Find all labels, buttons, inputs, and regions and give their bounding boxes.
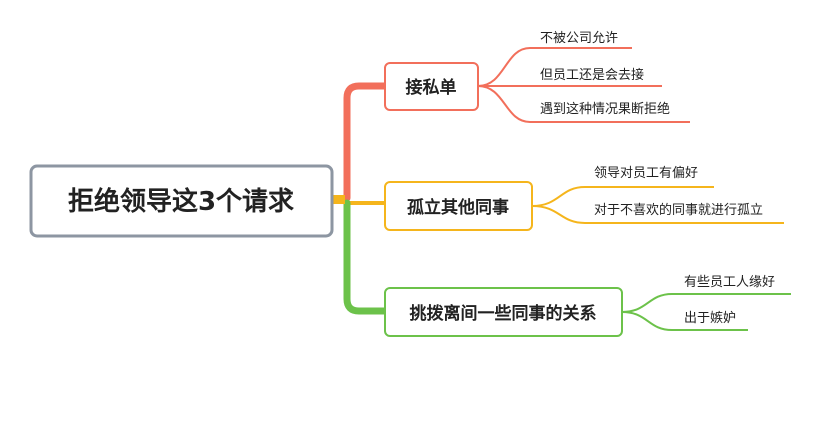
- branch-2-leaf-connectors: [531, 186, 784, 224]
- root-node[interactable]: 拒绝领导这3个请求: [29, 164, 334, 238]
- root-connector-hub: [333, 195, 345, 204]
- branch-2-label: 孤立其他同事: [407, 197, 509, 218]
- branch-2: 孤立其他同事 领导对员工有偏好 对于不喜欢的同事就进行孤立: [384, 166, 784, 231]
- branch-3: 挑拨离间一些同事的关系 有些员工人缘好 出于嫉妒: [384, 275, 791, 337]
- branch-1-label: 接私单: [406, 77, 457, 98]
- branch-3-item-2: 出于嫉妒: [684, 311, 736, 326]
- branch-2-item-2: 对于不喜欢的同事就进行孤立: [594, 202, 763, 218]
- branch-1-node[interactable]: 接私单: [384, 62, 479, 111]
- root-label: 拒绝领导这3个请求: [68, 186, 294, 217]
- branch-2-node[interactable]: 孤立其他同事: [384, 181, 533, 231]
- root-connectors: [333, 82, 388, 315]
- branch-1-leaf-connectors: [477, 47, 690, 123]
- branch-3-item-1: 有些员工人缘好: [684, 275, 775, 290]
- connector-root-branch-3: [343, 199, 388, 315]
- branch-2-item-1: 领导对员工有偏好: [594, 166, 698, 181]
- branch-1-item-3: 遇到这种情况果断拒绝: [540, 101, 670, 117]
- branch-1-item-2: 但员工还是会去接: [540, 67, 644, 83]
- branch-3-node[interactable]: 挑拨离间一些同事的关系: [384, 287, 623, 337]
- branch-3-label: 挑拨离间一些同事的关系: [410, 303, 597, 324]
- connector-root-branch-1: [343, 82, 388, 202]
- branch-1: 接私单 不被公司允许 但员工还是会去接 遇到这种情况果断拒绝: [384, 30, 690, 123]
- branch-1-item-1: 不被公司允许: [540, 30, 618, 46]
- branch-3-leaf-connectors: [621, 293, 791, 331]
